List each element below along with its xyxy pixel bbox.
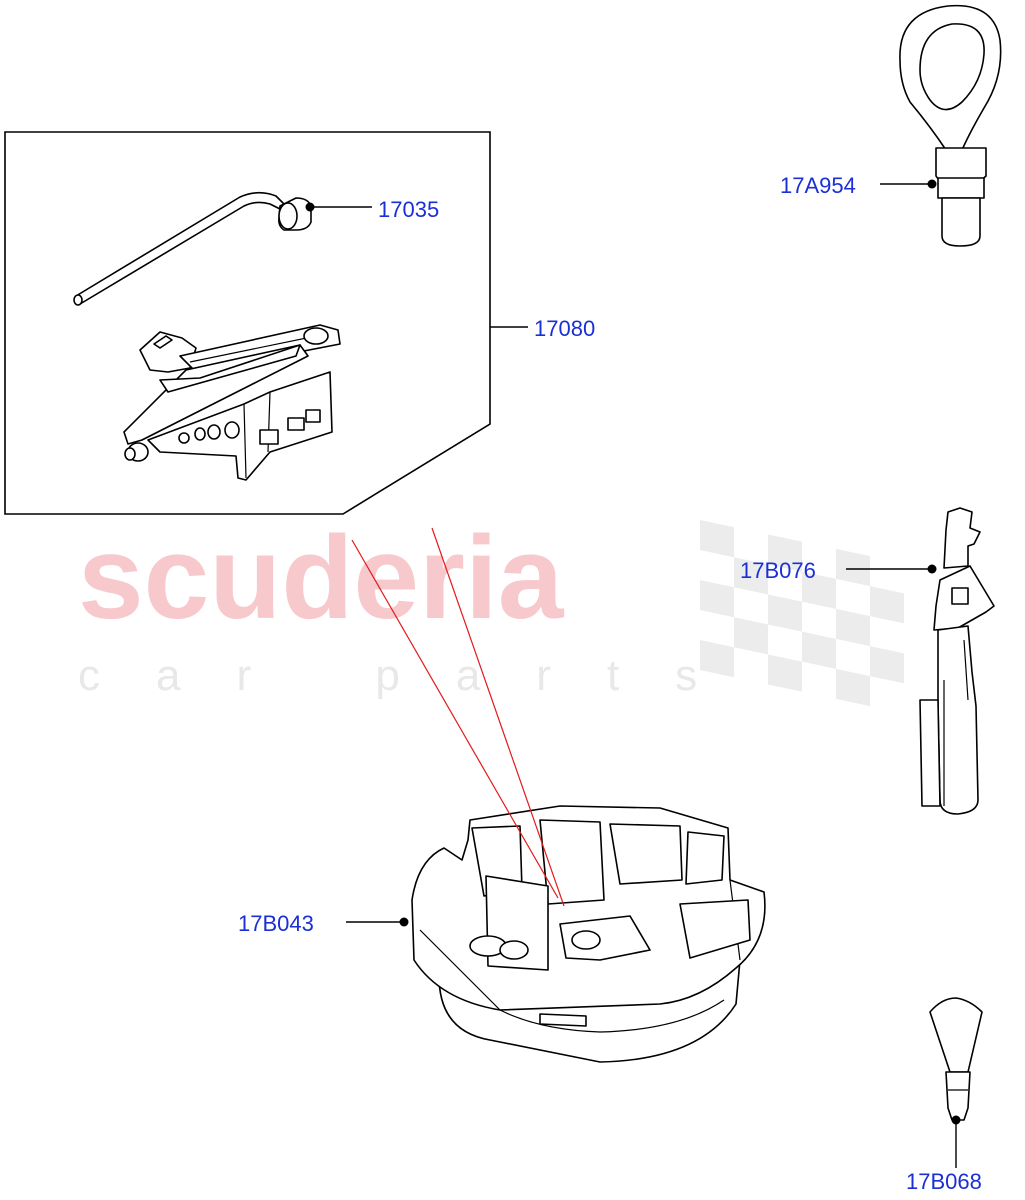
pointer-line-2 [431, 527, 565, 907]
watermark-tagline: car parts [78, 651, 753, 700]
scissor-jack-illustration [123, 324, 341, 481]
tool-illustration [929, 997, 983, 1121]
part-label-17035[interactable]: 17035 [378, 197, 439, 222]
part-label-17B076[interactable]: 17B076 [740, 558, 816, 583]
dot-17B043 [399, 917, 409, 927]
dot-17B076 [927, 564, 937, 574]
part-label-17B068[interactable]: 17B068 [906, 1169, 982, 1194]
watermark-brand: scuderia [78, 512, 565, 644]
towing-eye-illustration [899, 4, 1002, 247]
dot-17A954 [927, 179, 937, 189]
part-label-17080[interactable]: 17080 [534, 316, 595, 341]
part-label-17B043[interactable]: 17B043 [238, 911, 314, 936]
dot-17035 [305, 202, 315, 212]
wheel-brace-illustration [73, 191, 312, 306]
part-label-17A954[interactable]: 17A954 [780, 173, 856, 198]
checkered-flag-watermark [700, 520, 904, 707]
pointer-line-1 [351, 539, 559, 899]
tool-tray-illustration [411, 805, 766, 1063]
jack-kit-frame [4, 131, 491, 515]
dot-17B068 [951, 1115, 961, 1125]
locking-nut-key-illustration [919, 507, 995, 815]
